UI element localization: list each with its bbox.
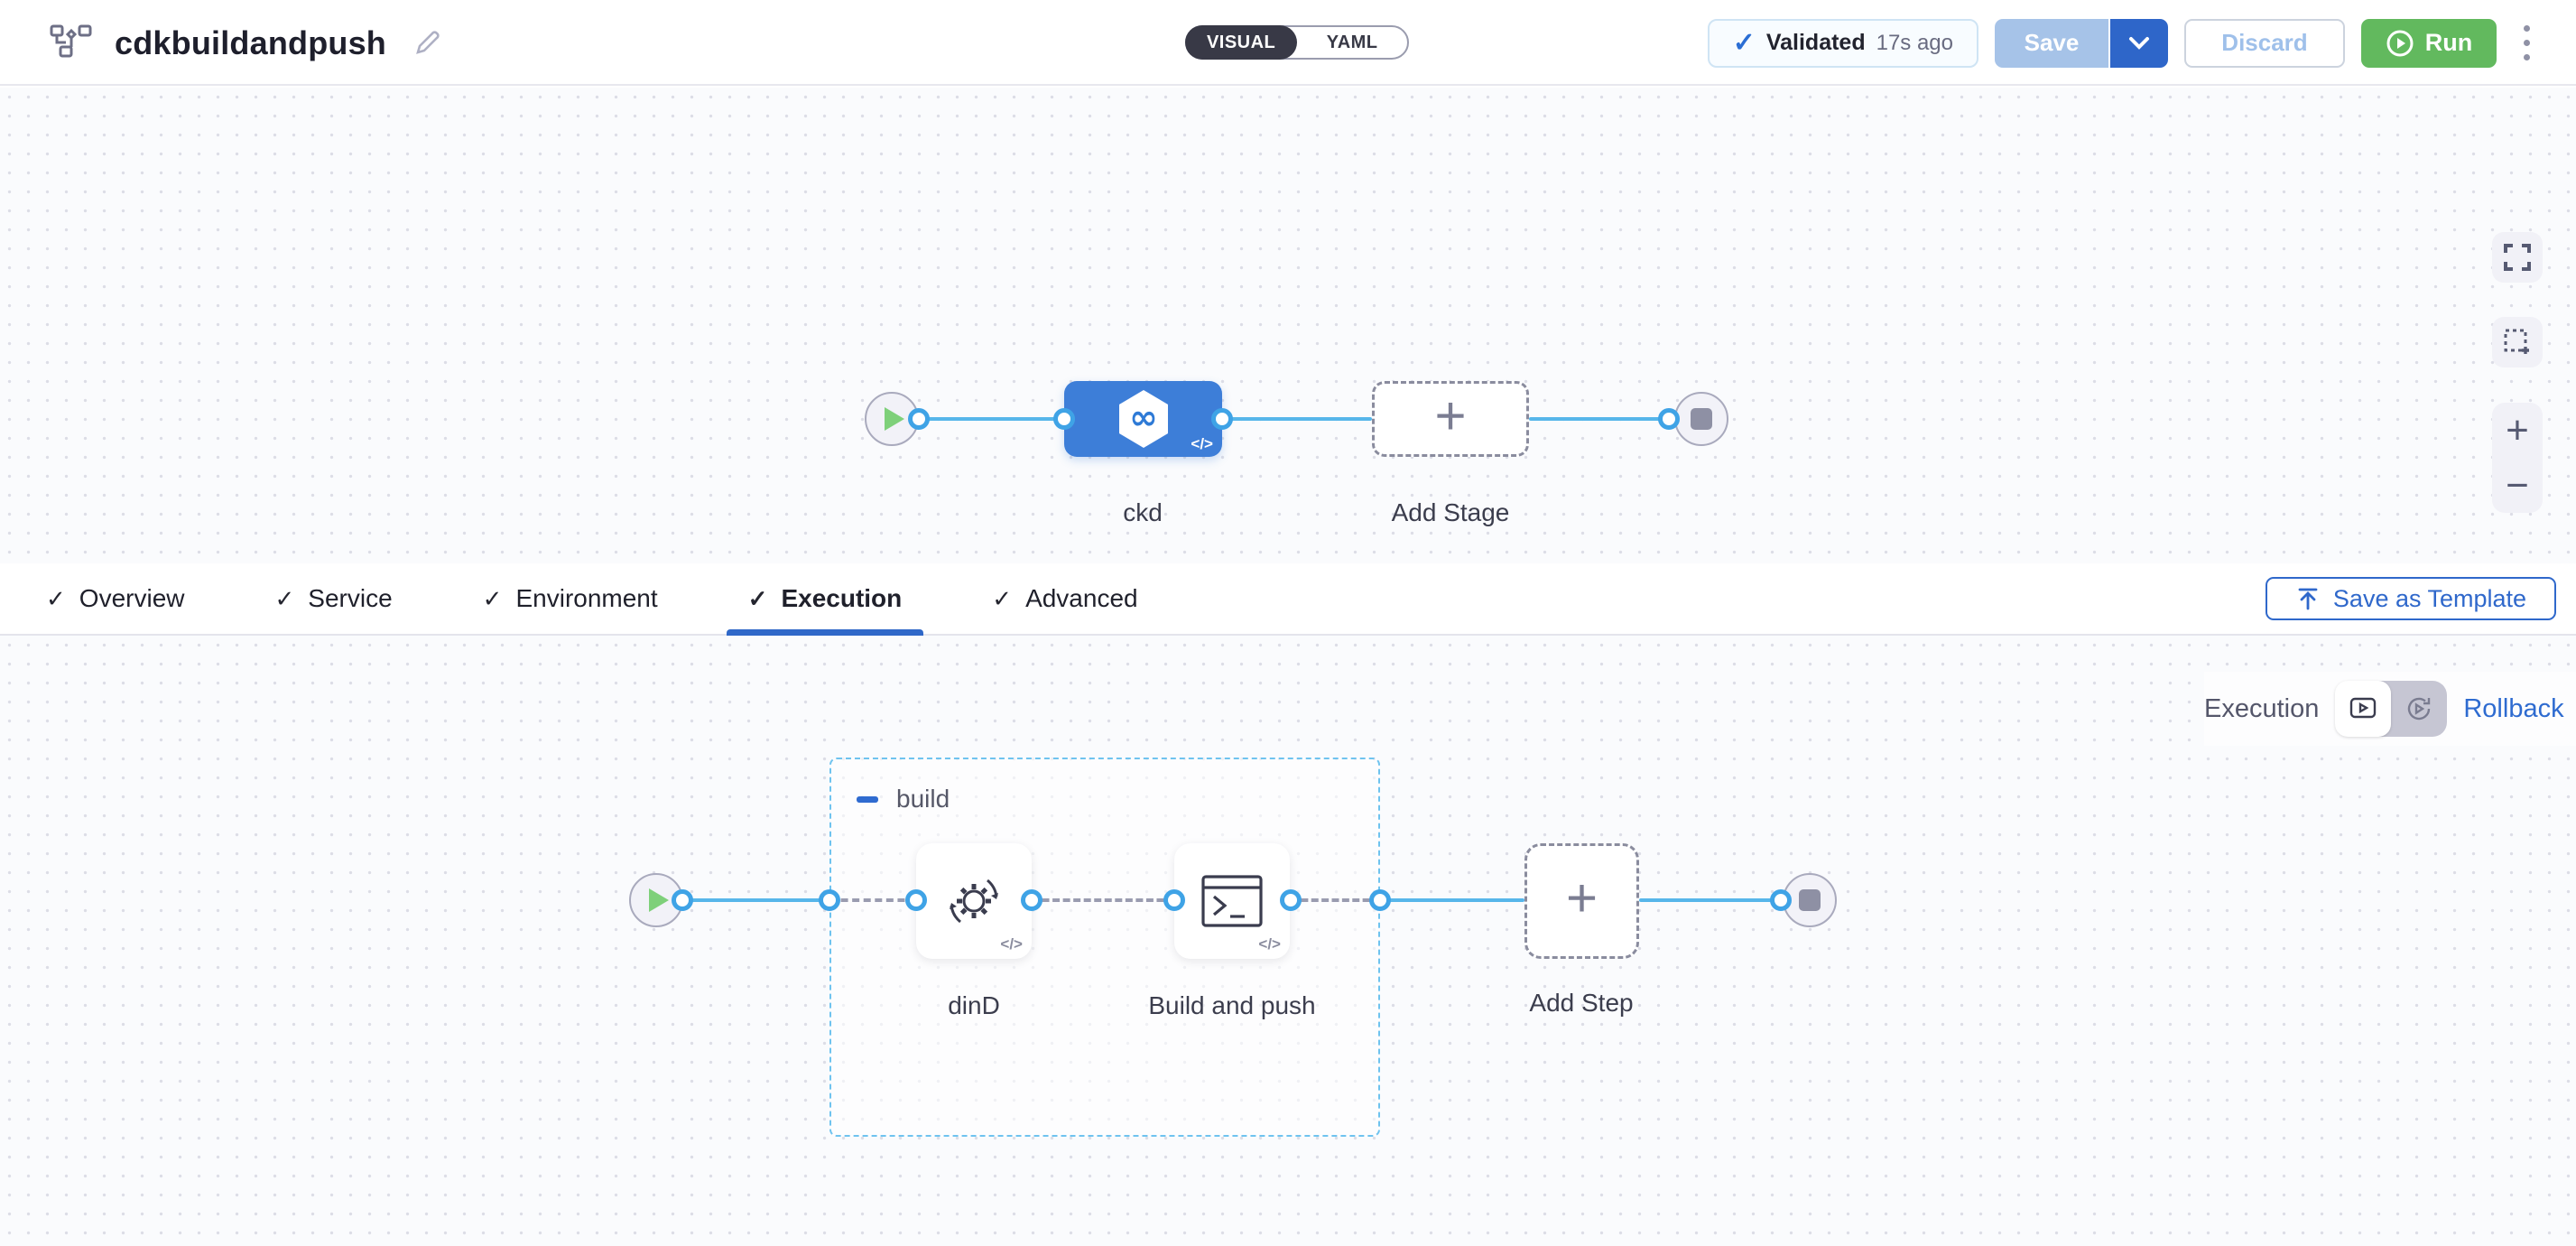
port-dind-out[interactable] <box>1021 889 1042 911</box>
execution-mode-label: Execution <box>2204 693 2320 723</box>
start-play-icon <box>649 888 669 912</box>
start-play-icon <box>885 407 904 431</box>
edge-start-to-group <box>682 898 829 902</box>
zoom-controls: + − <box>2492 403 2543 513</box>
execution-end-node <box>1783 873 1837 927</box>
pipeline-icon <box>50 23 93 63</box>
tab-service[interactable]: ✓ Service <box>274 584 393 612</box>
marquee-select-icon <box>2504 329 2529 354</box>
ci-stage-icon: ∞ <box>1118 390 1168 448</box>
run-play-icon <box>2386 30 2414 56</box>
toggle-yaml[interactable]: YAML <box>1326 32 1378 52</box>
pipeline-end-node <box>1674 392 1728 446</box>
step-node-dind[interactable]: </> <box>916 843 1032 959</box>
zoom-out-button[interactable]: − <box>2506 462 2529 507</box>
save-dropdown-button[interactable] <box>2110 18 2168 68</box>
save-split-button: Save <box>1995 18 2168 68</box>
tab-check-icon: ✓ <box>747 584 768 612</box>
end-stop-icon <box>1691 408 1712 430</box>
edge-dind-to-buildpush <box>1032 898 1174 902</box>
port-exec-start-out[interactable] <box>672 889 693 911</box>
stage-label: ckd <box>1123 498 1163 526</box>
selection-mode-button[interactable] <box>2492 317 2543 367</box>
port-buildpush-out[interactable] <box>1280 889 1302 911</box>
tab-environment[interactable]: ✓ Environment <box>482 584 658 612</box>
save-button[interactable]: Save <box>1995 18 2110 68</box>
discard-button[interactable]: Discard <box>2184 18 2345 68</box>
port-start-out[interactable] <box>908 408 930 430</box>
stage-config-tabbar: ✓ Overview ✓ Service ✓ Environment ✓ Exe… <box>0 563 2576 636</box>
execution-rollback-toggle <box>2335 681 2448 737</box>
step-label-dind: dinD <box>948 991 1000 1019</box>
save-as-template-button[interactable]: Save as Template <box>2266 577 2556 620</box>
tab-overview[interactable]: ✓ Overview <box>46 584 185 612</box>
step-group-build: build <box>829 758 1380 1137</box>
stage-node-ckd[interactable]: ∞ </> <box>1064 381 1222 457</box>
terminal-icon <box>1201 875 1263 927</box>
port-group-out[interactable] <box>1369 889 1391 911</box>
validated-label: Validated <box>1765 30 1866 55</box>
collapse-group-icon[interactable] <box>857 795 878 803</box>
validated-badge[interactable]: ✓ Validated 17s ago <box>1707 18 1978 68</box>
execution-mode-strip: Execution Rollback <box>2204 672 2576 746</box>
tab-check-icon: ✓ <box>46 584 66 612</box>
execution-play-icon <box>2350 697 2377 719</box>
visual-yaml-toggle: VISUAL YAML <box>1185 25 1409 60</box>
tab-check-icon: ✓ <box>992 584 1013 612</box>
execution-view-button[interactable] <box>2335 681 2392 737</box>
upload-icon <box>2298 588 2318 610</box>
fullscreen-button[interactable] <box>2492 232 2543 283</box>
add-stage-label: Add Stage <box>1391 498 1510 526</box>
execution-start-node <box>629 873 683 927</box>
step-node-build-and-push[interactable]: </> <box>1174 843 1290 959</box>
tab-execution[interactable]: ✓ Execution <box>726 563 923 636</box>
port-exec-end-in[interactable] <box>1770 889 1792 911</box>
toggle-visual[interactable]: VISUAL <box>1185 25 1298 60</box>
edge-group-to-dind <box>829 898 916 902</box>
port-buildpush-in[interactable] <box>1163 889 1185 911</box>
pipeline-title: cdkbuildandpush <box>115 23 387 61</box>
tab-check-icon: ✓ <box>274 584 295 612</box>
service-dependency-icon <box>950 879 998 924</box>
add-stage-button[interactable]: + <box>1372 381 1529 457</box>
edit-pencil-icon[interactable] <box>412 28 442 59</box>
validated-time: 17s ago <box>1876 30 1953 55</box>
add-step-button[interactable]: + <box>1524 843 1639 959</box>
chevron-down-icon <box>2129 36 2149 50</box>
port-stage-in[interactable] <box>1053 408 1075 430</box>
port-end-in[interactable] <box>1658 408 1680 430</box>
fullscreen-icon <box>2504 244 2531 271</box>
run-button[interactable]: Run <box>2361 18 2497 68</box>
step-label-build-and-push: Build and push <box>1148 991 1316 1019</box>
tab-advanced[interactable]: ✓ Advanced <box>992 584 1138 612</box>
step-group-name[interactable]: build <box>896 785 950 813</box>
port-dind-in[interactable] <box>905 889 927 911</box>
add-step-label: Add Step <box>1529 989 1634 1017</box>
execution-canvas[interactable]: Execution Rollback <box>0 636 2576 1246</box>
edge-addstage-to-end <box>1529 417 1669 421</box>
step-code-glyph[interactable]: </> <box>1000 935 1023 953</box>
edge-group-to-addstep <box>1380 898 1524 902</box>
port-stage-out[interactable] <box>1211 408 1233 430</box>
tab-check-icon: ✓ <box>482 584 503 612</box>
edge-addstep-to-end <box>1639 898 1781 902</box>
step-code-glyph[interactable]: </> <box>1258 935 1281 953</box>
stage-code-glyph[interactable]: </> <box>1191 435 1213 452</box>
stage-canvas[interactable]: ∞ </> ckd + Add Stage + <box>0 88 2576 563</box>
rollback-view-button[interactable] <box>2391 681 2447 737</box>
validated-check-icon: ✓ <box>1732 27 1756 58</box>
edge-stage-to-addstage <box>1222 417 1372 421</box>
zoom-in-button[interactable]: + <box>2506 407 2529 452</box>
edge-buildpush-to-groupend <box>1291 898 1380 902</box>
more-options-kebab-icon[interactable] <box>2513 16 2540 70</box>
rollback-rotate-icon <box>2408 697 2431 721</box>
rollback-label[interactable]: Rollback <box>2463 693 2564 723</box>
edge-start-to-stage <box>919 417 1064 421</box>
header-bar: cdkbuildandpush VISUAL YAML ✓ Validated … <box>0 0 2576 86</box>
port-group-in[interactable] <box>819 889 840 911</box>
svg-text:∞: ∞ <box>1129 397 1158 437</box>
end-stop-icon <box>1799 889 1821 911</box>
